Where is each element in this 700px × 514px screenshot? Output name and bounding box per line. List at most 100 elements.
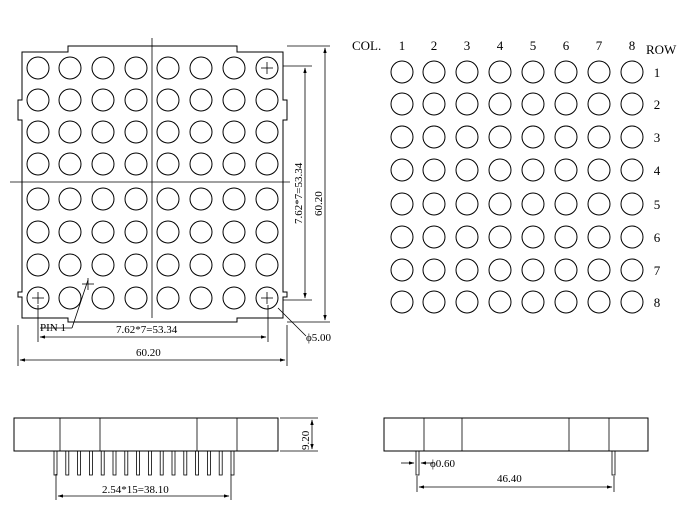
matrix-dot bbox=[455, 92, 479, 116]
matrix-dot bbox=[488, 258, 512, 282]
front-dot bbox=[156, 56, 180, 80]
matrix-dot bbox=[422, 92, 446, 116]
pin1-label: PIN 1 bbox=[40, 322, 66, 334]
matrix-dot bbox=[422, 290, 446, 314]
matrix-dot bbox=[620, 225, 644, 249]
dot-diameter-leader bbox=[277, 307, 307, 337]
matrix-row-label: 7 bbox=[654, 263, 661, 278]
matrix-dot bbox=[422, 125, 446, 149]
side-left-height-text: 9.20 bbox=[300, 430, 312, 450]
front-view-dot-grid bbox=[26, 56, 279, 310]
matrix-row-label: 3 bbox=[654, 130, 661, 145]
matrix-dot bbox=[488, 225, 512, 249]
front-dot bbox=[26, 187, 50, 211]
front-dot bbox=[26, 253, 50, 277]
front-dot bbox=[222, 286, 246, 310]
matrix-dot bbox=[554, 125, 578, 149]
matrix-row-label: 1 bbox=[654, 65, 661, 80]
front-dot bbox=[222, 56, 246, 80]
pitch-dimension-text-horizontal: 7.62*7=53.34 bbox=[116, 324, 178, 336]
side-left-pin bbox=[230, 450, 235, 476]
side-left-pin bbox=[65, 450, 70, 476]
matrix-col-label: 5 bbox=[530, 38, 537, 53]
matrix-dot bbox=[390, 290, 414, 314]
matrix-dot bbox=[554, 158, 578, 182]
matrix-dot bbox=[587, 258, 611, 282]
front-dot bbox=[58, 253, 82, 277]
front-dot bbox=[189, 88, 213, 112]
matrix-col-label: 1 bbox=[399, 38, 406, 53]
matrix-dot bbox=[422, 60, 446, 84]
matrix-dot bbox=[488, 92, 512, 116]
side-right-body bbox=[383, 417, 649, 452]
width-dimension-text: 60.20 bbox=[136, 347, 161, 359]
front-dot bbox=[91, 152, 115, 176]
front-dot bbox=[156, 253, 180, 277]
matrix-dot bbox=[390, 60, 414, 84]
height-dimension-text: 60.20 bbox=[313, 191, 325, 216]
front-dot bbox=[222, 152, 246, 176]
front-dot bbox=[255, 286, 279, 310]
matrix-dot bbox=[587, 158, 611, 182]
matrix-dot-grid bbox=[390, 60, 644, 314]
pitch-dimension-text-vertical: 7.62*7=53.34 bbox=[293, 162, 305, 224]
matrix-dot bbox=[488, 125, 512, 149]
matrix-dot bbox=[488, 290, 512, 314]
matrix-dot bbox=[521, 290, 545, 314]
front-dot bbox=[255, 253, 279, 277]
matrix-dot bbox=[455, 225, 479, 249]
front-dot bbox=[189, 253, 213, 277]
matrix-dot bbox=[455, 60, 479, 84]
matrix-dot bbox=[455, 192, 479, 216]
matrix-dot bbox=[422, 192, 446, 216]
side-left-pin bbox=[171, 450, 176, 476]
side-left-pin bbox=[195, 450, 200, 476]
matrix-row-label: 4 bbox=[654, 163, 661, 178]
front-dot bbox=[156, 220, 180, 244]
front-dot bbox=[58, 152, 82, 176]
matrix-dot bbox=[521, 258, 545, 282]
front-dot bbox=[156, 152, 180, 176]
side-right-span-text: 46.40 bbox=[497, 473, 522, 485]
matrix-dot bbox=[390, 158, 414, 182]
matrix-dot bbox=[390, 192, 414, 216]
front-dot bbox=[189, 120, 213, 144]
matrix-dot bbox=[587, 92, 611, 116]
front-dot bbox=[58, 286, 82, 310]
matrix-dot bbox=[554, 258, 578, 282]
front-dot bbox=[91, 220, 115, 244]
matrix-dot bbox=[620, 92, 644, 116]
matrix-dot bbox=[554, 60, 578, 84]
front-dot bbox=[91, 286, 115, 310]
matrix-dot bbox=[587, 192, 611, 216]
side-left-pin bbox=[112, 450, 117, 476]
side-right-pin-left bbox=[415, 450, 420, 476]
side-left-pin bbox=[124, 450, 129, 476]
front-dot bbox=[26, 88, 50, 112]
front-dot bbox=[222, 120, 246, 144]
front-dot bbox=[26, 220, 50, 244]
matrix-dot bbox=[587, 60, 611, 84]
front-dot bbox=[156, 286, 180, 310]
front-dot bbox=[26, 120, 50, 144]
matrix-dot bbox=[554, 92, 578, 116]
side-left-pin bbox=[159, 450, 164, 476]
matrix-dot bbox=[390, 258, 414, 282]
matrix-dot bbox=[620, 258, 644, 282]
matrix-dot bbox=[455, 158, 479, 182]
front-dot bbox=[58, 220, 82, 244]
front-dot bbox=[189, 286, 213, 310]
front-dot bbox=[124, 253, 148, 277]
side-view-right: ϕ0.60 46.40 bbox=[383, 417, 649, 492]
front-dot bbox=[189, 152, 213, 176]
side-left-pin bbox=[53, 450, 58, 476]
matrix-dot bbox=[455, 125, 479, 149]
side-left-pin bbox=[147, 450, 152, 476]
matrix-row-label: 6 bbox=[654, 230, 661, 245]
front-dot bbox=[255, 88, 279, 112]
front-dot bbox=[58, 120, 82, 144]
front-dot bbox=[91, 253, 115, 277]
front-dot bbox=[91, 120, 115, 144]
